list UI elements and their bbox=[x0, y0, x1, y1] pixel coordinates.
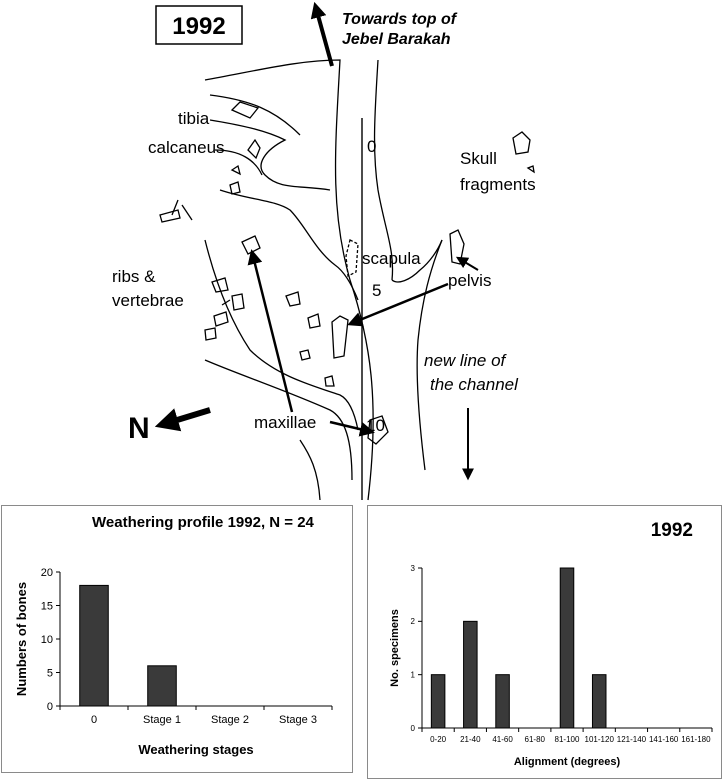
bone-skull-1 bbox=[512, 131, 531, 155]
chart-title: Weathering profile 1992, N = 24 bbox=[92, 514, 314, 531]
label-channel-1: new line of bbox=[424, 351, 508, 370]
bone-vertebra-1 bbox=[211, 277, 229, 293]
maxillae-arrow-1 bbox=[247, 249, 294, 413]
bone-fragment-2 bbox=[307, 313, 321, 329]
bone-scapula bbox=[345, 239, 359, 278]
bone-vertebra-2 bbox=[231, 293, 245, 311]
bone-small-2 bbox=[229, 181, 241, 195]
x-axis-label: Weathering stages bbox=[138, 742, 253, 757]
label-skull-1: Skull bbox=[460, 149, 497, 168]
label-scapula: scapula bbox=[362, 249, 421, 268]
label-maxillae: maxillae bbox=[254, 413, 316, 432]
top-arrow bbox=[310, 1, 334, 67]
label-skull-2: fragments bbox=[460, 175, 536, 194]
year-box-label: 1992 bbox=[172, 13, 225, 40]
bar bbox=[79, 584, 109, 707]
year-box bbox=[155, 5, 243, 45]
y-tick-label: 20 bbox=[41, 567, 53, 579]
x-tick-label: 101-120 bbox=[585, 735, 615, 744]
alignment-chart-panel: 1992 0 1 2 3 0-20 21-40 41-60 61-80 81-100 101-12… bbox=[367, 505, 722, 779]
bar bbox=[430, 674, 446, 729]
y-tick-label: 10 bbox=[41, 634, 53, 646]
channel-edge-1 bbox=[209, 94, 301, 136]
bar bbox=[463, 620, 478, 729]
bone-vertebra-4 bbox=[204, 327, 217, 341]
channel-edge-6 bbox=[204, 359, 353, 481]
x-tick-label: 121-140 bbox=[617, 735, 647, 744]
channel-edge-5 bbox=[204, 239, 359, 431]
y-tick-label: 0 bbox=[47, 701, 53, 713]
label-channel-2: the channel bbox=[430, 375, 519, 394]
maxillae-arrow-2 bbox=[329, 420, 375, 437]
bar bbox=[559, 567, 575, 729]
y-tick-label: 1 bbox=[411, 670, 416, 679]
y-tick-label: 15 bbox=[41, 600, 53, 612]
y-tick-label: 3 bbox=[411, 564, 416, 573]
bar bbox=[147, 665, 177, 707]
bone-rib-2 bbox=[171, 199, 179, 216]
bar bbox=[591, 674, 607, 729]
y-tick-label: 0 bbox=[411, 724, 416, 733]
bone-small-1 bbox=[230, 164, 241, 176]
x-tick-label: Stage 3 bbox=[279, 714, 317, 726]
scale-tick-5: 5 bbox=[372, 281, 381, 300]
x-tick-label: 41-60 bbox=[492, 735, 513, 744]
channel-bank-right-2 bbox=[416, 239, 443, 471]
channel-edge-4 bbox=[219, 189, 359, 301]
x-axis-label: Alignment (degrees) bbox=[514, 756, 621, 768]
bone-long-1 bbox=[331, 315, 349, 359]
label-tibia: tibia bbox=[178, 109, 210, 128]
chart-title: 1992 bbox=[650, 520, 693, 541]
y-axis-label: No. specimens bbox=[389, 609, 401, 687]
bone-vertebra-3 bbox=[213, 311, 229, 327]
label-north: N bbox=[128, 412, 150, 445]
bone-tibia bbox=[230, 101, 260, 119]
x-tick-label: 0 bbox=[91, 714, 97, 726]
bone-calcaneus bbox=[247, 138, 261, 160]
top-arrow-label-2: Jebel Barakah bbox=[342, 31, 451, 48]
x-tick-label: 61-80 bbox=[525, 735, 546, 744]
north-arrow bbox=[154, 407, 211, 432]
bone-fragment-3 bbox=[299, 349, 311, 361]
channel-edge-3 bbox=[214, 149, 263, 176]
bone-maxilla-1 bbox=[241, 235, 261, 255]
bone-vertebra-5 bbox=[221, 299, 231, 306]
bone-fragment-1 bbox=[285, 291, 301, 307]
bone-rib-1 bbox=[159, 209, 181, 223]
x-tick-label: Stage 2 bbox=[211, 714, 249, 726]
x-tick-label: 161-180 bbox=[681, 735, 711, 744]
x-tick-label: 0-20 bbox=[430, 735, 447, 744]
channel-bank-left bbox=[204, 59, 374, 501]
y-tick-label: 5 bbox=[47, 667, 53, 679]
top-arrow-label-1: Towards top of bbox=[342, 11, 458, 28]
channel-bank-right bbox=[373, 59, 394, 281]
channel-bank-right-3 bbox=[391, 239, 443, 283]
bone-rib-3 bbox=[181, 204, 193, 221]
y-axis-label: Numbers of bones bbox=[14, 582, 29, 696]
channel-edge-7 bbox=[299, 439, 321, 501]
x-tick-label: 81-100 bbox=[555, 735, 580, 744]
scale-tick-10: 10 bbox=[366, 416, 385, 435]
weathering-chart-panel: Weathering profile 1992, N = 24 0 5 10 15 20… bbox=[1, 505, 353, 773]
x-tick-label: 141-160 bbox=[649, 735, 679, 744]
bone-skull-2 bbox=[526, 165, 535, 174]
bone-fragment-4 bbox=[324, 375, 335, 387]
pelvis-arrow-1 bbox=[347, 282, 449, 327]
label-calcaneus: calcaneus bbox=[148, 138, 225, 157]
label-ribs-2: vertebrae bbox=[112, 291, 184, 310]
x-tick-label: 21-40 bbox=[460, 735, 481, 744]
y-tick-label: 2 bbox=[411, 617, 416, 626]
scale-tick-0: 0 bbox=[367, 137, 376, 156]
label-ribs-1: ribs & bbox=[112, 267, 156, 286]
pelvis-arrow-2 bbox=[455, 256, 479, 271]
bar bbox=[495, 674, 510, 729]
channel-edge-2 bbox=[209, 119, 331, 191]
label-pelvis: pelvis bbox=[448, 271, 491, 290]
site-map: 1992 Towards top of Jebel Barakah tibia … bbox=[112, 1, 536, 501]
bone-pelvis bbox=[449, 229, 465, 265]
x-tick-label: Stage 1 bbox=[143, 714, 181, 726]
